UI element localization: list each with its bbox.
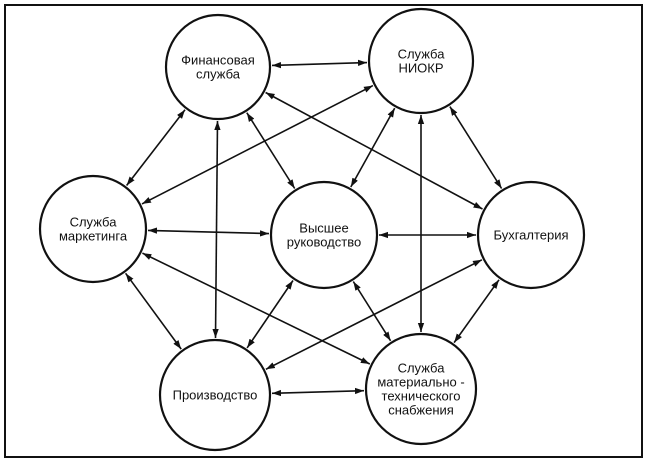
edge-accounting-supply xyxy=(453,279,500,344)
node-circle-supply xyxy=(364,332,478,446)
edges-layer xyxy=(124,59,503,397)
edge-finance-rnd xyxy=(271,59,368,69)
edge-management-production xyxy=(246,280,294,349)
node-label-management-1: руководство xyxy=(287,235,361,250)
nodes-layer: ФинансоваяслужбаСлужбаНИОКРСлужбамаркети… xyxy=(38,7,586,452)
edge-management-supply xyxy=(352,281,392,342)
node-label-rnd-0: Служба xyxy=(398,47,446,62)
edge-production-supply xyxy=(271,387,365,397)
edge-rnd-accounting xyxy=(449,106,503,189)
node-production: Производство xyxy=(158,338,272,452)
node-label-rnd-1: НИОКР xyxy=(398,61,443,76)
node-label-finance-1: служба xyxy=(196,67,241,82)
edge-finance-management xyxy=(246,112,296,189)
edge-finance-production xyxy=(212,120,221,339)
node-circle-rnd xyxy=(367,7,475,115)
node-label-management-0: Высшее xyxy=(299,221,348,236)
node-label-supply-1: материально - xyxy=(377,375,464,390)
node-circle-accounting xyxy=(476,180,586,290)
node-label-production-0: Производство xyxy=(173,388,258,403)
node-circle-production xyxy=(158,338,272,452)
edge-marketing-management xyxy=(147,227,270,237)
edge-rnd-marketing xyxy=(141,84,374,205)
node-circle-marketing xyxy=(38,174,148,284)
edge-rnd-management xyxy=(350,107,396,188)
node-circle-finance xyxy=(164,13,272,121)
node-label-accounting-0: Бухгалтерия xyxy=(493,228,568,243)
node-label-marketing-1: маркетинга xyxy=(59,229,128,244)
node-circle-management xyxy=(269,180,379,290)
edge-accounting-production xyxy=(265,259,483,371)
edge-finance-marketing xyxy=(125,109,186,186)
node-label-finance-0: Финансовая xyxy=(181,53,255,68)
node-label-supply-2: технического xyxy=(382,389,461,404)
node-label-supply-0: Служба xyxy=(398,361,446,376)
node-label-supply-3: снабжения xyxy=(388,403,454,418)
edge-marketing-production xyxy=(124,272,182,350)
node-accounting: Бухгалтерия xyxy=(476,180,586,290)
node-label-marketing-0: Служба xyxy=(70,215,118,230)
